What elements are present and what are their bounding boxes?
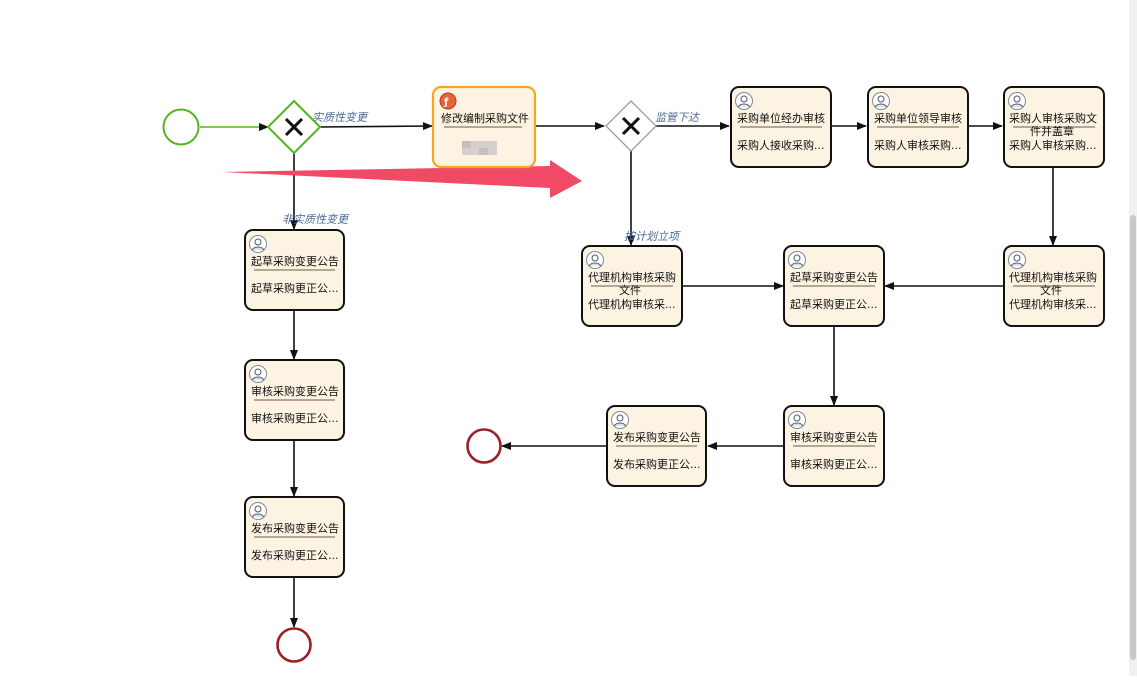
task-right-draft-notice[interactable]: 起草采购变更公告 起草采购更正公...: [783, 245, 885, 327]
flow-gateway-modify[interactable]: [318, 122, 433, 131]
script-icon: [439, 92, 457, 110]
task-title: 发布采购变更公告: [613, 430, 701, 444]
task-agency-review-left[interactable]: 代理机构审核采购 文件 代理机构审核采...: [581, 245, 683, 327]
task-modify-procurement-documents[interactable]: ƒ 修改编制采购文件: [431, 85, 537, 169]
task-subtitle: 发布采购更正公...: [613, 457, 701, 471]
task-title: 采购单位领导审核: [874, 111, 962, 125]
task-left-draft-notice[interactable]: 起草采购变更公告 起草采购更正公...: [244, 229, 345, 311]
user-icon: [788, 411, 806, 429]
task-subtitle: 起草采购更正公...: [251, 281, 339, 295]
scrollbar-thumb[interactable]: [1130, 215, 1136, 660]
task-left-publish-notice[interactable]: 发布采购变更公告 发布采购更正公...: [244, 496, 345, 578]
task-title-line2: 件并盖章: [1030, 124, 1074, 138]
task-title-line2: 文件: [619, 283, 641, 297]
task-subtitle: 发布采购更正公...: [251, 548, 339, 562]
user-icon: [872, 92, 890, 110]
task-subtitle: 审核采购更正公...: [251, 411, 339, 425]
flow-label-non-substantive: 非实质性变更: [282, 213, 350, 226]
task-subtitle: 代理机构审核采...: [588, 297, 676, 311]
user-icon: [249, 502, 267, 520]
exclusive-gateway-1[interactable]: [266, 99, 322, 155]
flow-label-plan-project: 按计划立项: [624, 230, 681, 243]
task-title: 审核采购变更公告: [251, 384, 339, 398]
user-icon: [611, 411, 629, 429]
user-icon: [586, 251, 604, 269]
task-subtitle: 采购人接收采购...: [737, 138, 825, 152]
task-title: 修改编制采购文件: [441, 111, 529, 125]
user-icon: [249, 235, 267, 253]
task-title: 采购单位经办审核: [737, 111, 825, 125]
user-icon: [1008, 251, 1026, 269]
task-left-review-notice[interactable]: 审核采购变更公告 审核采购更正公...: [244, 359, 345, 441]
task-subtitle: 代理机构审核采...: [1009, 297, 1097, 311]
task-title-line2: 文件: [1040, 283, 1062, 297]
task-title-line1: 代理机构审核采购: [1009, 270, 1097, 284]
start-event[interactable]: [162, 108, 200, 146]
task-subtitle: 审核采购更正公...: [790, 457, 878, 471]
end-event-left[interactable]: [276, 627, 312, 663]
task-title-line1: 代理机构审核采购: [588, 270, 676, 284]
user-icon: [735, 92, 753, 110]
task-right-review-notice[interactable]: 审核采购变更公告 审核采购更正公...: [783, 405, 885, 487]
x-icon: [621, 116, 641, 136]
user-icon: [788, 251, 806, 269]
task-subtitle: 采购人审核采购...: [1009, 138, 1097, 152]
x-icon: [284, 117, 304, 137]
svg-text:ƒ: ƒ: [443, 97, 449, 108]
task-unit-leader-review[interactable]: 采购单位领导审核 采购人审核采购...: [867, 86, 969, 168]
task-title: 起草采购变更公告: [251, 254, 339, 268]
task-subtitle: 采购人审核采购...: [874, 138, 962, 152]
task-title-line1: 采购人审核采购文: [1009, 111, 1097, 125]
task-title: 发布采购变更公告: [251, 521, 339, 535]
highlight-arrow-icon: [222, 160, 582, 198]
flow-label-supervision: 监管下达: [655, 111, 701, 124]
task-right-publish-notice[interactable]: 发布采购变更公告 发布采购更正公...: [606, 405, 707, 487]
task-title: 审核采购变更公告: [790, 430, 878, 444]
exclusive-gateway-2[interactable]: [605, 100, 657, 152]
task-purchaser-review-seal[interactable]: 采购人审核采购文 件并盖章 采购人审核采购...: [1003, 86, 1105, 168]
task-agency-review-right[interactable]: 代理机构审核采购 文件 代理机构审核采...: [1003, 245, 1105, 327]
task-subtitle: 起草采购更正公...: [790, 297, 878, 311]
task-unit-handler-review[interactable]: 采购单位经办审核 采购人接收采购...: [730, 86, 832, 168]
task-title: 起草采购变更公告: [790, 270, 878, 284]
user-icon: [1008, 92, 1026, 110]
user-icon: [249, 365, 267, 383]
flow-label-substantive: 实质性变更: [312, 111, 369, 124]
end-event-right[interactable]: [466, 428, 502, 464]
